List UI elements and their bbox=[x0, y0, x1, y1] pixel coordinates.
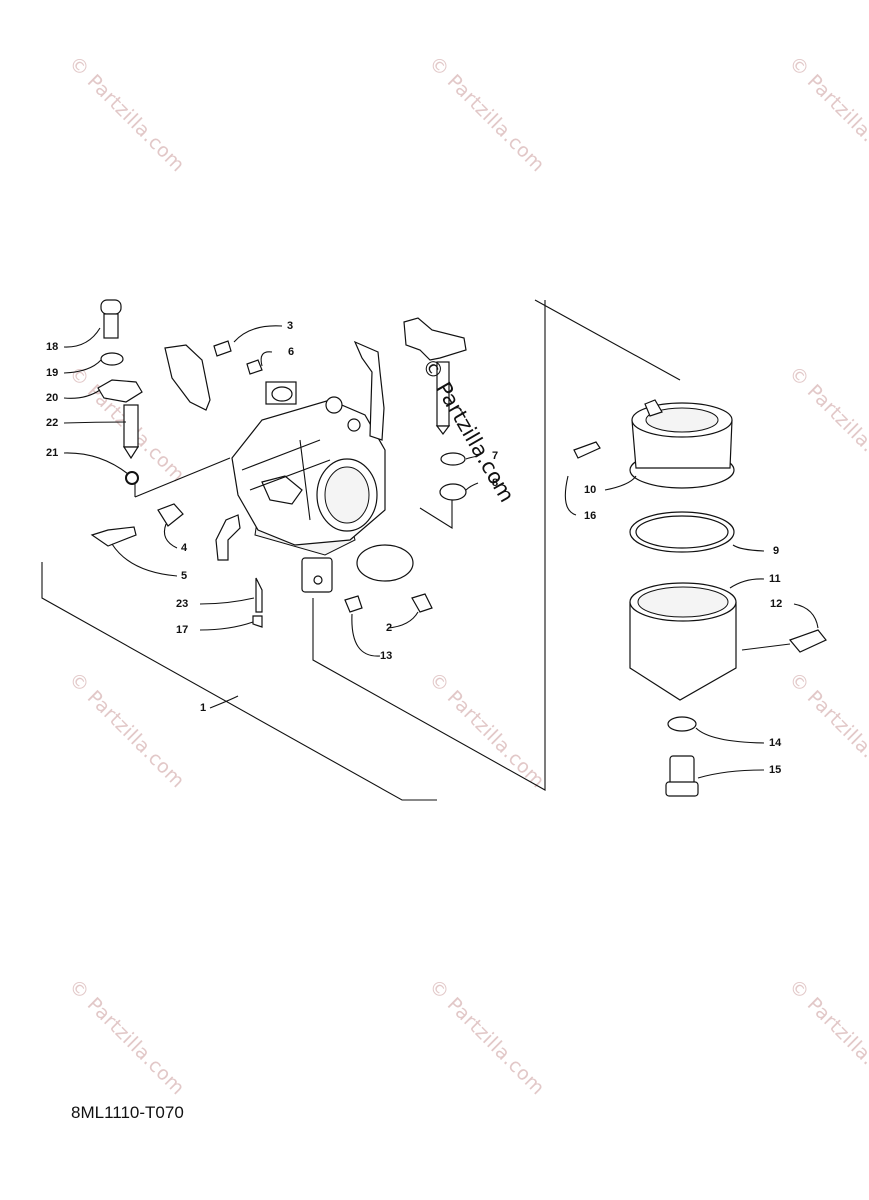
callout-12: 12 bbox=[770, 598, 783, 610]
callout-6: 6 bbox=[288, 346, 295, 358]
diagram-code: 8ML1110-T070 bbox=[71, 1103, 184, 1122]
callout-5: 5 bbox=[181, 570, 188, 582]
frame-lines bbox=[41, 299, 681, 801]
carburetor-body bbox=[215, 340, 386, 593]
callout-9: 9 bbox=[773, 545, 780, 557]
callout-3: 3 bbox=[287, 320, 294, 332]
callout-22: 22 bbox=[46, 417, 59, 429]
plate-part bbox=[164, 344, 211, 411]
callout-10: 10 bbox=[584, 484, 597, 496]
callout-7: 7 bbox=[492, 450, 499, 462]
callout-1: 1 bbox=[200, 702, 207, 714]
callout-13: 13 bbox=[380, 650, 393, 662]
callout-19: 19 bbox=[46, 367, 59, 379]
callout-21: 21 bbox=[46, 447, 59, 459]
leader-lines bbox=[63, 325, 819, 779]
lever-assembly bbox=[403, 317, 467, 501]
callout-11: 11 bbox=[769, 573, 781, 585]
callout-2: 2 bbox=[386, 622, 393, 634]
callout-16: 16 bbox=[584, 510, 597, 522]
callout-18: 18 bbox=[46, 341, 59, 353]
callout-8: 8 bbox=[492, 477, 499, 489]
callout-15: 15 bbox=[769, 764, 782, 776]
float-bowl-assembly bbox=[573, 399, 827, 797]
callout-23: 23 bbox=[176, 598, 189, 610]
callout-20: 20 bbox=[46, 392, 59, 404]
left-parts bbox=[90, 299, 184, 547]
callout-17: 17 bbox=[176, 624, 189, 636]
callout-4: 4 bbox=[181, 542, 188, 554]
callout-14: 14 bbox=[769, 737, 782, 749]
